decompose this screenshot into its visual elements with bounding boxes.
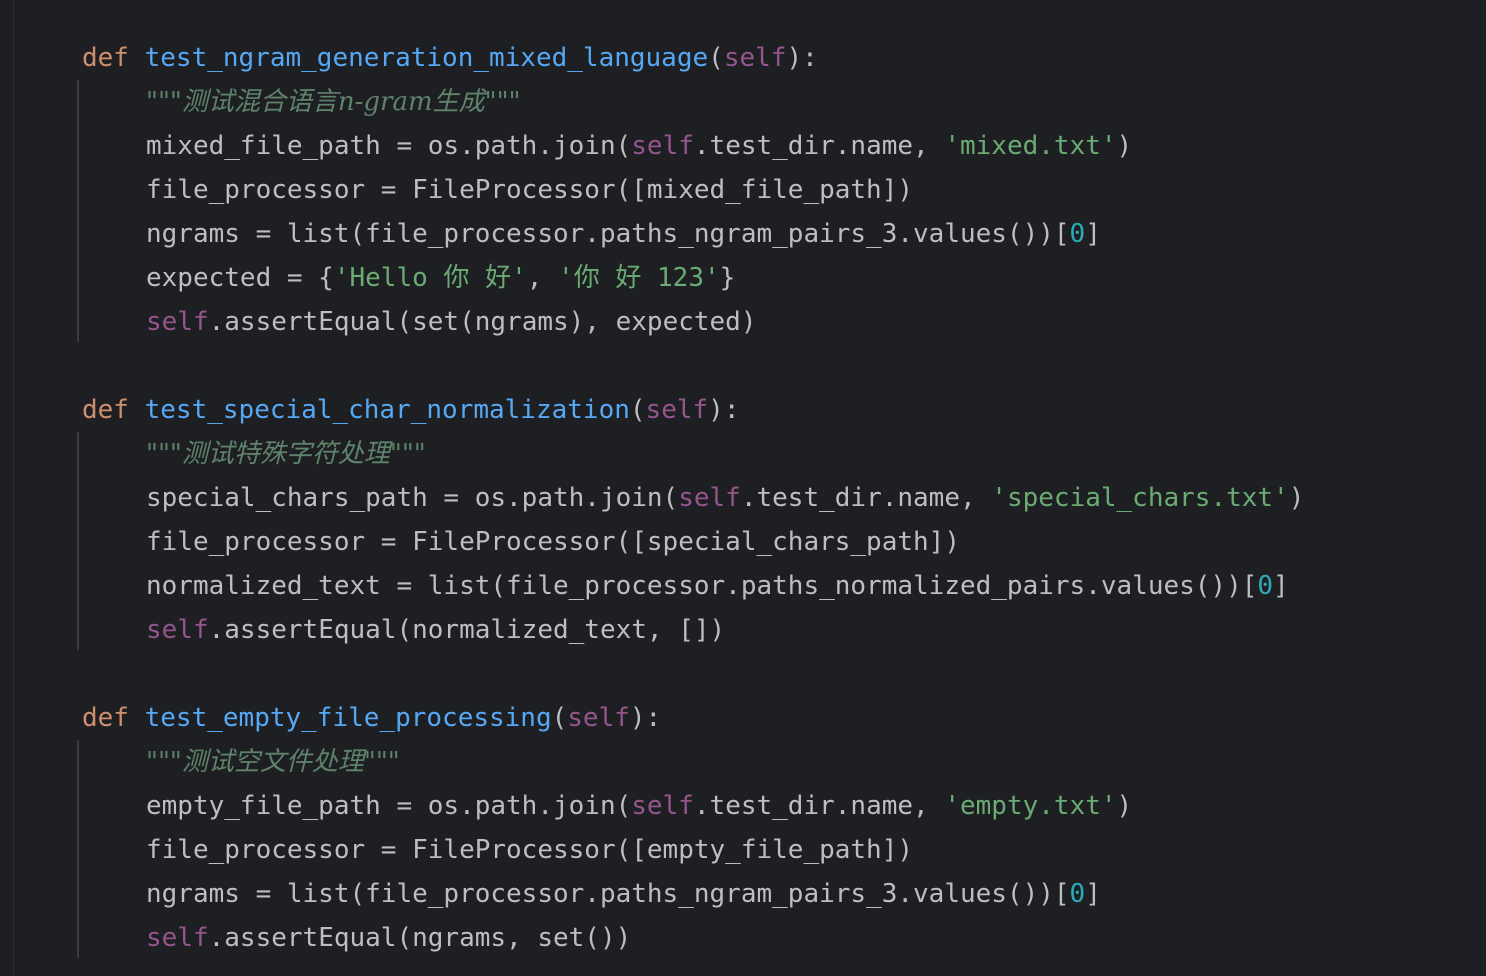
indent-guide: [77, 80, 79, 342]
code-line[interactable]: self.assertEqual(ngrams, set()): [146, 916, 631, 960]
string-literal: 'special_chars.txt': [991, 483, 1289, 513]
paren: (: [629, 395, 646, 425]
code-text: ngrams = list(file_processor.paths_ngram…: [146, 879, 1070, 909]
code-line[interactable]: file_processor = FileProcessor([special_…: [146, 527, 960, 557]
code-line[interactable]: def test_empty_file_processing(self):: [82, 696, 661, 740]
code-text: ,: [526, 263, 559, 293]
code-text: ): [1116, 791, 1133, 821]
self-param: self: [723, 43, 787, 73]
gutter-divider: [13, 0, 14, 976]
code-line[interactable]: self.assertEqual(normalized_text, []): [146, 608, 725, 652]
code-line[interactable]: file_processor = FileProcessor([empty_fi…: [146, 835, 914, 865]
code-text: ): [1116, 131, 1133, 161]
self-ref: self: [146, 307, 209, 337]
function-name: test_empty_file_processing: [144, 703, 552, 733]
code-text: empty_file_path = os.path.join(: [146, 791, 632, 821]
code-line[interactable]: self.assertEqual(set(ngrams), expected): [146, 300, 757, 344]
function-name: test_ngram_generation_mixed_language: [144, 43, 709, 73]
paren: (: [708, 43, 724, 73]
code-line[interactable]: normalized_text = list(file_processor.pa…: [146, 564, 1289, 608]
paren: ):: [786, 43, 818, 73]
code-text: .test_dir.name,: [740, 483, 992, 513]
code-text: .test_dir.name,: [693, 131, 945, 161]
code-text: mixed_file_path = os.path.join(: [146, 131, 632, 161]
code-line[interactable]: mixed_file_path = os.path.join(self.test…: [146, 124, 1132, 168]
docstring[interactable]: """测试特殊字符处理""": [146, 439, 426, 469]
code-line[interactable]: empty_file_path = os.path.join(self.test…: [146, 784, 1132, 828]
code-text: ngrams = list(file_processor.paths_ngram…: [146, 219, 1070, 249]
self-ref: self: [678, 483, 741, 513]
code-text: ]: [1273, 571, 1289, 601]
code-line[interactable]: special_chars_path = os.path.join(self.t…: [146, 476, 1304, 520]
code-text: .assertEqual(set(ngrams), expected): [208, 307, 757, 337]
code-text: ): [1288, 483, 1305, 513]
indent-guide: [77, 740, 79, 958]
keyword-def: def: [82, 43, 129, 73]
code-line[interactable]: def test_special_char_normalization(self…: [82, 388, 739, 432]
number-literal: 0: [1069, 879, 1086, 909]
string-literal: '你 好 123': [558, 263, 720, 293]
function-name: test_special_char_normalization: [144, 395, 630, 425]
code-line[interactable]: ngrams = list(file_processor.paths_ngram…: [146, 872, 1101, 916]
code-text: special_chars_path = os.path.join(: [146, 483, 679, 513]
self-ref: self: [146, 615, 209, 645]
code-line[interactable]: ngrams = list(file_processor.paths_ngram…: [146, 212, 1101, 256]
paren: (: [551, 703, 568, 733]
paren: ):: [708, 395, 740, 425]
code-text: }: [719, 263, 736, 293]
string-literal: 'Hello 你 好': [333, 263, 527, 293]
code-text: .test_dir.name,: [693, 791, 945, 821]
self-ref: self: [631, 131, 694, 161]
code-text: .assertEqual(normalized_text, []): [208, 615, 726, 645]
number-literal: 0: [1069, 219, 1086, 249]
code-text: normalized_text = list(file_processor.pa…: [146, 571, 1258, 601]
code-text: expected = {: [146, 263, 334, 293]
indent-guide: [77, 432, 79, 650]
keyword-def: def: [82, 395, 129, 425]
self-ref: self: [146, 923, 209, 953]
code-line[interactable]: def test_ngram_generation_mixed_language…: [82, 36, 818, 80]
code-text: ]: [1085, 219, 1101, 249]
keyword-def: def: [82, 703, 129, 733]
code-line[interactable]: file_processor = FileProcessor([mixed_fi…: [146, 175, 914, 205]
string-literal: 'empty.txt': [944, 791, 1117, 821]
self-param: self: [567, 703, 630, 733]
self-ref: self: [631, 791, 694, 821]
docstring[interactable]: """测试混合语言n-gram生成""": [146, 87, 521, 117]
paren: ):: [629, 703, 662, 733]
string-literal: 'mixed.txt': [944, 131, 1117, 161]
code-text: ]: [1085, 879, 1101, 909]
code-text: .assertEqual(ngrams, set()): [208, 923, 632, 953]
self-param: self: [645, 395, 709, 425]
code-line[interactable]: expected = {'Hello 你 好', '你 好 123'}: [146, 256, 735, 300]
number-literal: 0: [1257, 571, 1274, 601]
docstring[interactable]: """测试空文件处理""": [146, 747, 400, 777]
